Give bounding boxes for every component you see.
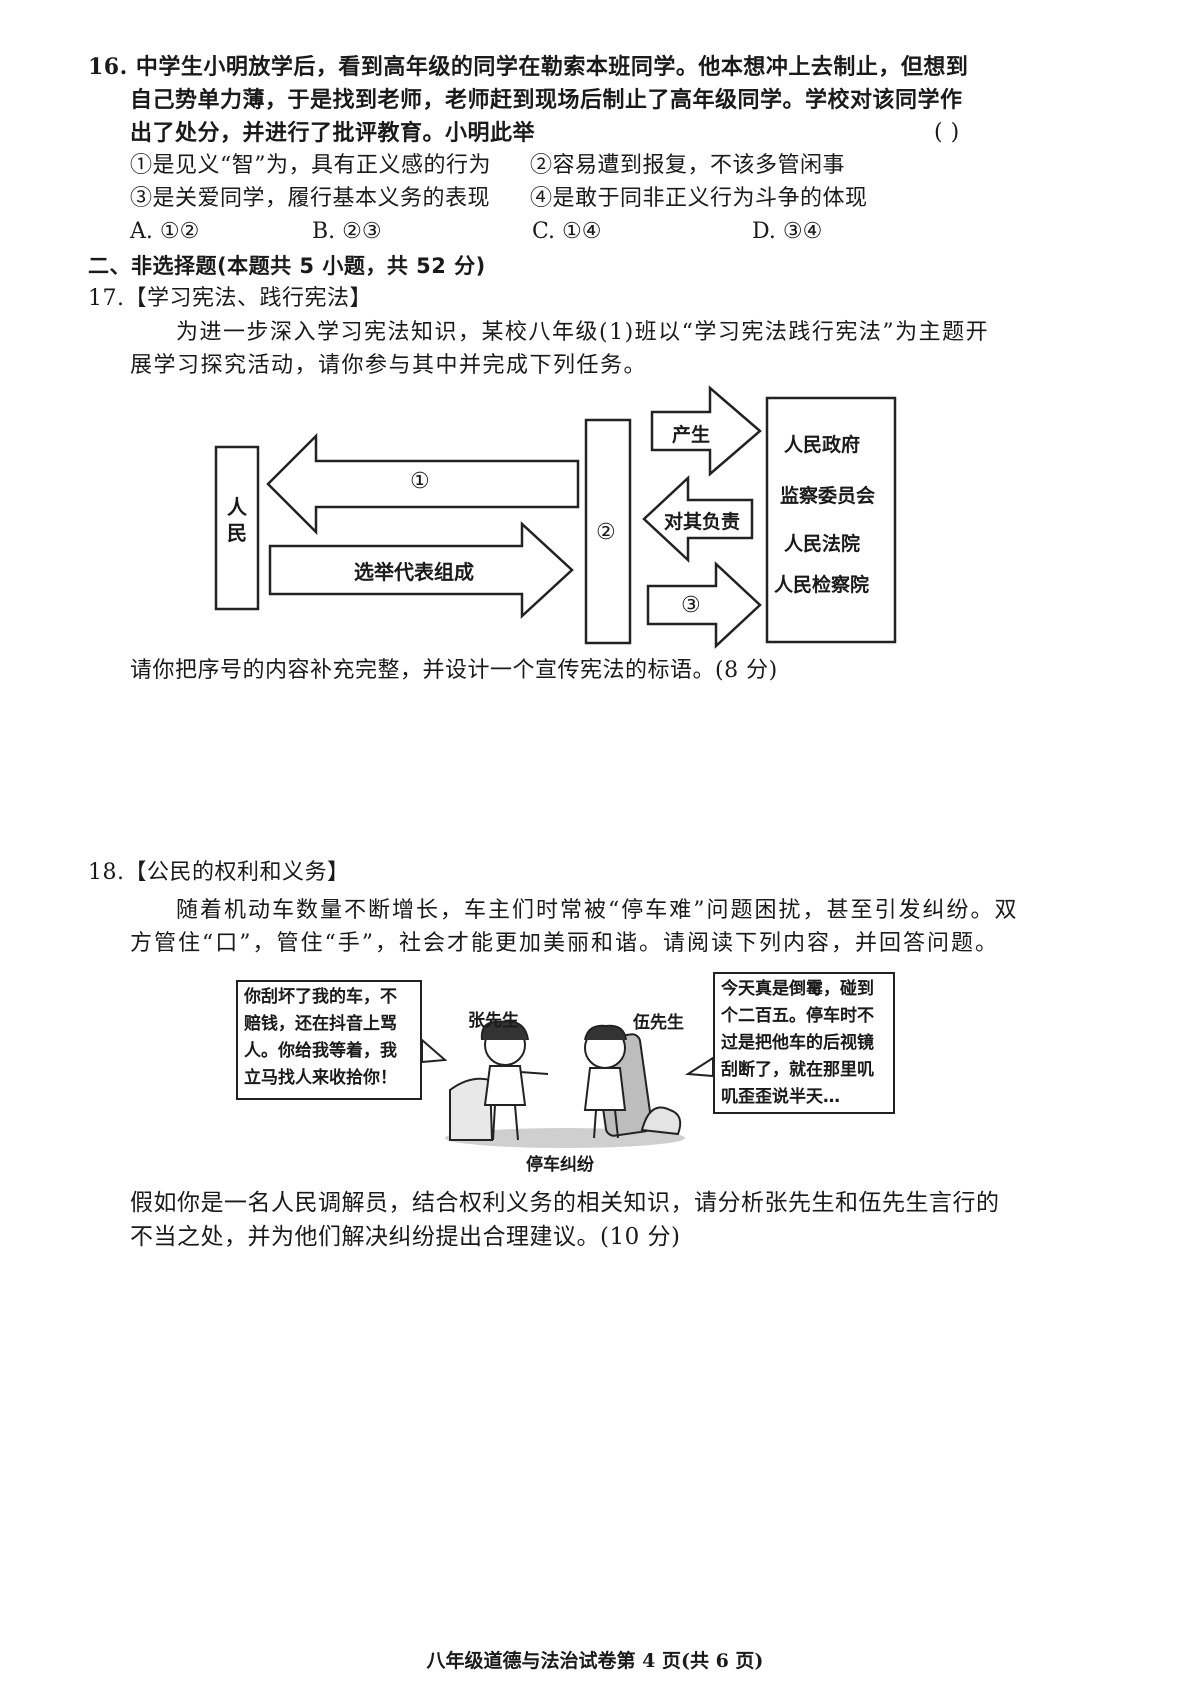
q16-line-1: 16. 中学生小明放学后，看到高年级的同学在勒索本班同学。他本想冲上去制止，但想… bbox=[88, 54, 969, 80]
arrow-responsible-label: 对其负责 bbox=[664, 511, 741, 533]
q16-option-d: D. ③④ bbox=[752, 219, 823, 244]
bush-icon bbox=[640, 1106, 682, 1136]
zhang-speech-line: 立马找人来收拾你！ bbox=[244, 1068, 397, 1088]
q17-intro-2: 展学习探究活动，请你参与其中并完成下列任务。 bbox=[130, 353, 648, 378]
zhang-speech-line: 赔钱，还在抖音上骂 bbox=[244, 1014, 397, 1034]
car-icon bbox=[449, 1077, 494, 1141]
zhang-hair-icon bbox=[480, 1020, 529, 1041]
q16-statement-2: ②容易遭到报复，不该多管闲事 bbox=[530, 153, 846, 178]
zhang-name-label: 张先生 bbox=[468, 1011, 519, 1031]
center-label: ② bbox=[596, 520, 616, 545]
arrow-3 bbox=[646, 561, 762, 649]
arrow-produce-label: 产生 bbox=[672, 424, 711, 446]
organ-court: 人民法院 bbox=[784, 533, 861, 555]
q16-option-c: C. ①④ bbox=[532, 219, 602, 244]
q16-statement-1: ①是见义“智”为，具有正义感的行为 bbox=[130, 153, 491, 178]
q16-option-a: A. ①② bbox=[130, 219, 200, 244]
people-label: 人民 bbox=[227, 495, 247, 545]
q18-task-1: 假如你是一名人民调解员，结合权利义务的相关知识，请分析张先生和伍先生言行的 bbox=[130, 1190, 1000, 1216]
page-footer: 八年级道德与法治试卷第 4 页(共 6 页) bbox=[426, 1650, 764, 1672]
wu-speech-line: 刮断了，就在那里叽 bbox=[721, 1060, 874, 1080]
people-box bbox=[214, 445, 260, 611]
wu-speech-line: 叽歪歪说半天… bbox=[721, 1087, 840, 1107]
zhang-bubble-tail bbox=[421, 1037, 448, 1064]
q16-line-2: 自己势单力薄，于是找到老师，老师赶到现场后制止了高年级同学。学校对该同学作 bbox=[130, 87, 963, 113]
q18-task-2: 不当之处，并为他们解决纠纷提出合理建议。(10 分) bbox=[130, 1224, 681, 1250]
q16-statement-4: ④是敢于同非正义行为斗争的体现 bbox=[530, 186, 868, 211]
q17-title: 17.【学习宪法、践行宪法】 bbox=[88, 286, 372, 311]
arrow-1-label: ① bbox=[410, 469, 430, 494]
wu-speech-line: 今天真是倒霉，碰到 bbox=[721, 979, 874, 999]
q18-title: 18.【公民的权利和义务】 bbox=[88, 860, 350, 885]
q16-line-3: 出了处分，并进行了批评教育。小明此举 bbox=[130, 120, 536, 146]
zhang-body-icon bbox=[483, 1065, 527, 1106]
arrow-1 bbox=[266, 432, 580, 536]
arrow-elect bbox=[268, 521, 574, 619]
q16-answer-paren: ( ) bbox=[934, 120, 960, 145]
wu-speech-bubble: 今天真是倒霉，碰到 个二百五。停车时不 过是把他车的后视镜 刮断了，就在那里叽 … bbox=[713, 972, 895, 1114]
wu-bubble-tail bbox=[684, 1056, 714, 1078]
parking-dispute-cartoon bbox=[421, 1020, 714, 1148]
organ-procuratorate: 人民检察院 bbox=[774, 574, 870, 596]
arrow-3-label: ③ bbox=[681, 593, 701, 618]
q17-intro-1: 为进一步深入学习宪法知识，某校八年级(1)班以“学习宪法践行宪法”为主题开 bbox=[176, 320, 990, 345]
section-heading: 二、非选择题(本题共 5 小题，共 52 分) bbox=[88, 254, 486, 278]
zhang-speech-line: 你刮坏了我的车，不 bbox=[244, 987, 397, 1007]
wu-speech-line: 过是把他车的后视镜 bbox=[721, 1033, 874, 1053]
zhang-speech-line: 人。你给我等着，我 bbox=[244, 1041, 397, 1061]
constitution-diagram bbox=[214, 385, 897, 649]
q17-task: 请你把序号的内容补充完整，并设计一个宣传宪法的标语。(8 分) bbox=[130, 658, 778, 683]
arrow-elect-label: 选举代表组成 bbox=[354, 560, 474, 584]
center-box bbox=[584, 418, 632, 645]
wu-body-icon bbox=[583, 1067, 627, 1111]
zhang-pointing-arm bbox=[519, 1071, 549, 1075]
organs-box bbox=[765, 396, 897, 644]
q16-statement-3: ③是关爱同学，履行基本义务的表现 bbox=[130, 186, 491, 211]
q16-option-b: B. ②③ bbox=[312, 219, 382, 244]
arrow-responsible bbox=[642, 475, 754, 563]
cartoon-caption: 停车纠纷 bbox=[526, 1155, 594, 1175]
zhang-speech-bubble: 你刮坏了我的车，不 赔钱，还在抖音上骂 人。你给我等着，我 立马找人来收拾你！ bbox=[236, 980, 422, 1100]
wu-hair-icon bbox=[584, 1024, 627, 1041]
wu-speech-line: 个二百五。停车时不 bbox=[721, 1006, 874, 1026]
q18-intro-1: 随着机动车数量不断增长，车主们时常被“停车难”问题困扰，甚至引发纠纷。双 bbox=[176, 898, 1019, 923]
arrow-produce bbox=[650, 385, 762, 477]
organ-government: 人民政府 bbox=[784, 434, 861, 456]
wu-name-label: 伍先生 bbox=[633, 1013, 684, 1033]
organ-supervision: 监察委员会 bbox=[780, 485, 876, 507]
q18-intro-2: 方管住“口”，管住“手”，社会才能更加美丽和谐。请阅读下列内容，并回答问题。 bbox=[130, 931, 999, 956]
